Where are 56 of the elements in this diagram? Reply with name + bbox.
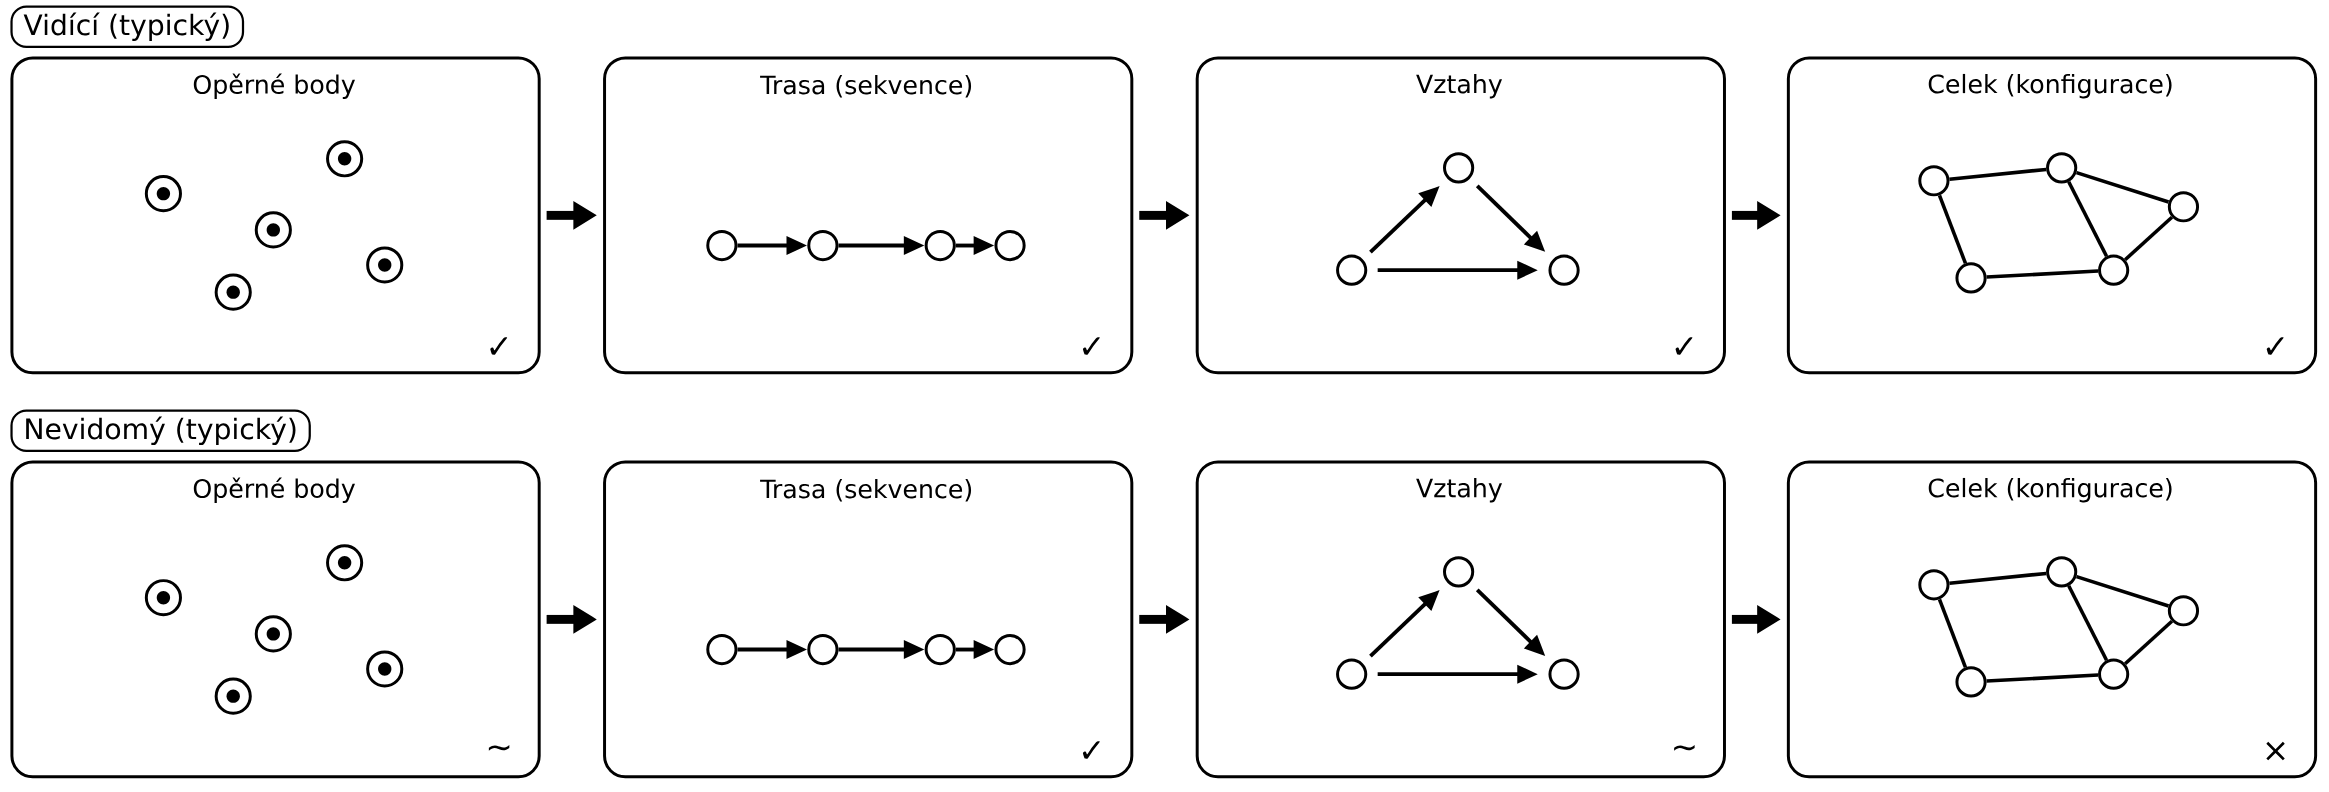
- target-marker: [254, 211, 292, 249]
- circle-node: [924, 634, 956, 666]
- row-label: Vidící (typický): [10, 5, 245, 49]
- rating-mark: ×: [2266, 742, 2285, 761]
- circle-node: [807, 634, 839, 666]
- connector-line: [2124, 216, 2174, 262]
- target-marker: [366, 246, 404, 284]
- circle-node: [1548, 254, 1580, 286]
- rating-mark: ✓: [1675, 337, 1693, 355]
- connector-line: [1949, 571, 2047, 586]
- circle-node: [2167, 191, 2200, 223]
- circle-node: [706, 230, 738, 262]
- target-marker: [326, 140, 364, 178]
- target-marker: [214, 677, 252, 715]
- connector-line: [1937, 194, 1968, 265]
- rating-mark: ✓: [490, 337, 508, 355]
- connector-line: [1937, 598, 1968, 669]
- circle-node: [2098, 658, 2130, 690]
- circle-node: [2167, 595, 2200, 627]
- circle-node: [1955, 666, 1987, 698]
- rating-mark: ✓: [1082, 741, 1100, 759]
- rating-mark: ✓: [2266, 337, 2284, 355]
- circle-node: [1955, 262, 1987, 294]
- rating-mark: ~: [488, 745, 510, 751]
- target-marker: [144, 175, 182, 213]
- connector-line: [2075, 171, 2170, 204]
- circle-node: [1336, 658, 1368, 690]
- target-marker: [326, 544, 364, 582]
- connector-line: [2067, 585, 2109, 662]
- target-marker: [254, 615, 292, 653]
- circle-node: [2046, 556, 2078, 588]
- connector-line: [1986, 673, 2099, 683]
- circle-node: [1918, 165, 1950, 197]
- connector-line: [2067, 181, 2109, 258]
- circle-node: [994, 230, 1026, 262]
- circle-node: [2046, 152, 2078, 184]
- row-label: Nevidomý (typický): [10, 409, 311, 453]
- target-marker: [214, 273, 252, 311]
- rating-mark: ✓: [1082, 337, 1100, 355]
- circle-node: [706, 634, 738, 666]
- connector-line: [2124, 620, 2174, 666]
- connector-line: [1949, 167, 2047, 182]
- circle-node: [994, 634, 1026, 666]
- rating-mark: ~: [1674, 745, 1695, 751]
- target-marker: [366, 650, 404, 688]
- connector-line: [2075, 575, 2170, 608]
- circle-node: [1918, 569, 1950, 601]
- circle-node: [1548, 658, 1580, 690]
- target-marker: [144, 579, 182, 617]
- connector-line: [1986, 269, 2099, 279]
- circle-node: [2098, 254, 2130, 286]
- circle-node: [924, 230, 956, 262]
- circle-node: [807, 230, 839, 262]
- circle-node: [1443, 152, 1475, 184]
- circle-node: [1443, 556, 1475, 588]
- circle-node: [1336, 254, 1368, 286]
